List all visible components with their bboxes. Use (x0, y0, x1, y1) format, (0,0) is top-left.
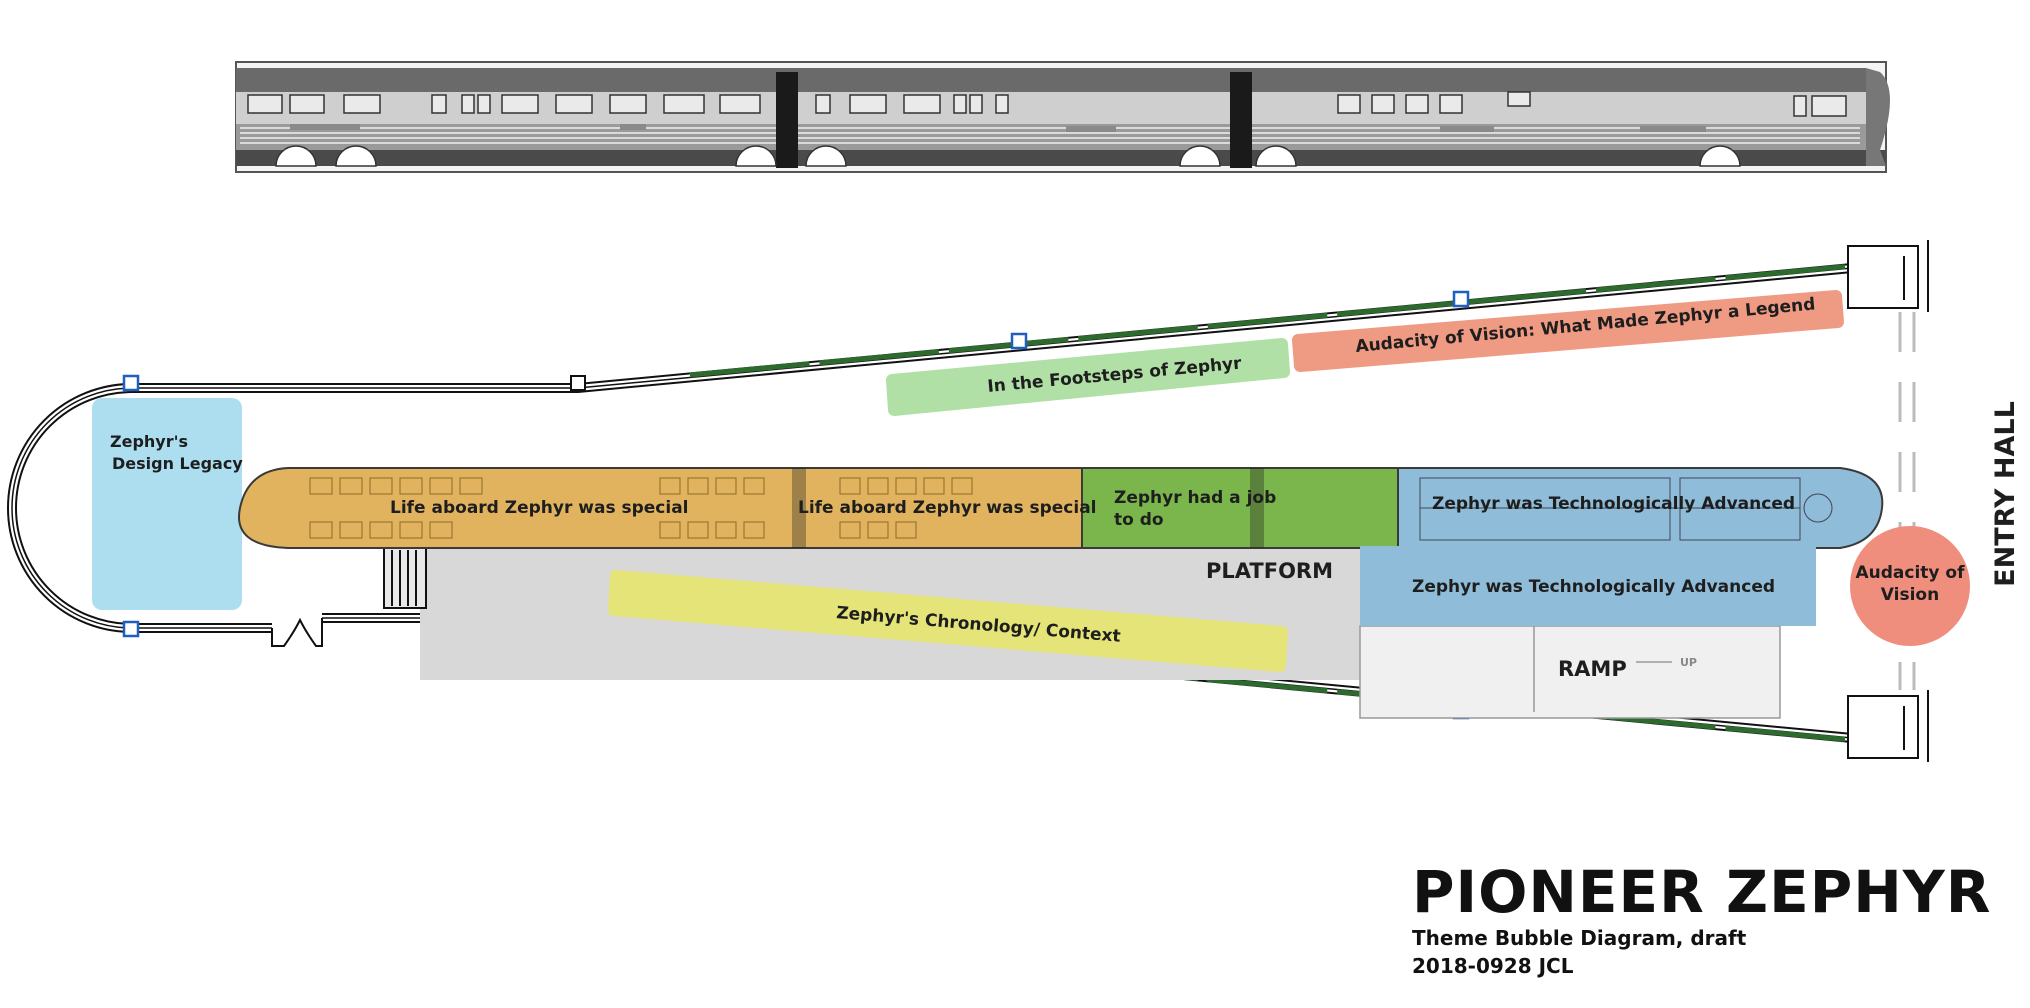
zone-design-legacy: Zephyr's Design Legacy (92, 398, 243, 610)
title-block: PIONEER ZEPHYR Theme Bubble Diagram, dra… (1412, 860, 1991, 980)
life-aboard-label-2: Life aboard Zephyr was special (798, 498, 1097, 518)
tech-advanced-car-label: Zephyr was Technologically Advanced (1432, 494, 1795, 514)
diagram-code: 2018-0928 JCL (1412, 954, 1574, 978)
audacity-circle-label-line2: Vision (1881, 585, 1939, 605)
diagram-title: PIONEER ZEPHYR (1412, 858, 1992, 926)
zone-chronology: Zephyr's Chronology/ Context (608, 570, 1288, 672)
ramp-label: RAMP (1558, 657, 1627, 681)
zone-tech-advanced-room: Zephyr was Technologically Advanced (1360, 546, 1816, 626)
job-label-line1: Zephyr had a job (1114, 488, 1276, 508)
train-elevation-drawing (235, 61, 1890, 173)
job-label-line2: to do (1114, 510, 1164, 530)
audacity-circle-label-line1: Audacity of (1855, 563, 1965, 583)
zone-audacity-circle: Audacity of Vision (1850, 526, 1970, 646)
design-legacy-label-line1: Zephyr's (110, 432, 188, 451)
life-aboard-label-1: Life aboard Zephyr was special (390, 498, 689, 518)
entry-hall-label: ENTRY HALL (1990, 401, 2021, 587)
zone-audacity-wall: Audacity of Vision: What Made Zephyr a L… (1292, 290, 1844, 372)
train-plan: Life aboard Zephyr was special Life aboa… (238, 467, 1884, 549)
entry-doors (1847, 245, 1919, 759)
diagram-subtitle: Theme Bubble Diagram, draft (1412, 926, 1747, 950)
tech-advanced-room-label: Zephyr was Technologically Advanced (1412, 577, 1775, 597)
ramp-up-label: UP (1680, 656, 1697, 669)
design-legacy-label-line2: Design Legacy (112, 454, 243, 473)
platform-label: PLATFORM (1206, 559, 1333, 583)
